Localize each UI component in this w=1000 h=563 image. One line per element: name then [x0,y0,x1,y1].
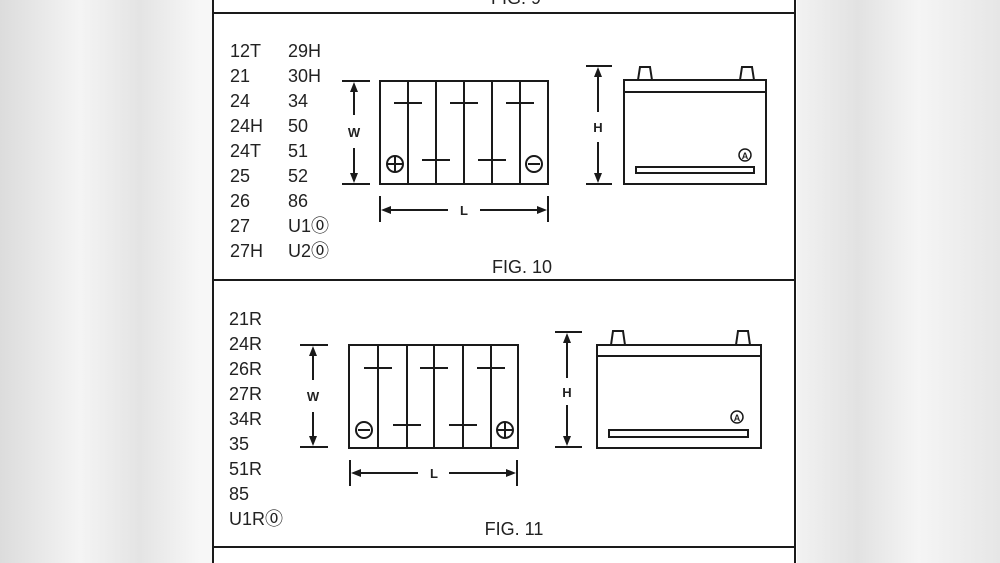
group-code: U1⓪ [288,216,329,236]
group-code: 85 [229,484,249,504]
group-code: 86 [288,191,308,211]
group-code: 34 [288,91,308,111]
group-code: U2⓪ [288,241,329,261]
positive-terminal-icon [386,155,404,173]
negative-terminal-icon [355,421,373,439]
battery-side-view: A [596,330,762,449]
group-size-list: 12T 21 24 24H 24T 25 26 27 27H 29H 30H 3… [230,41,329,261]
group-code: 24H [230,116,263,136]
group-code: 12T [230,41,261,61]
height-label: H [562,385,571,400]
group-code: 27 [230,216,250,236]
group-code: 21 [230,66,250,86]
group-code: 51R [229,459,262,479]
width-label: W [348,125,361,140]
figure-11: 21R 24R 26R 27R 34R 35 51R 85 U1R⓪ W L [229,309,762,539]
group-code: 50 [288,116,308,136]
height-dimension: H [555,331,582,448]
width-dimension: W [300,344,328,448]
battery-top-view [348,344,519,449]
length-dimension: L [379,196,549,222]
group-code: 51 [288,141,308,161]
group-code: 24R [229,334,262,354]
marker-a: A [742,151,749,161]
group-code: 26R [229,359,262,379]
figure-10: 12T 21 24 24H 24T 25 26 27 27H 29H 30H 3… [230,41,767,277]
length-label: L [460,203,468,218]
length-label: L [430,466,438,481]
negative-terminal-icon [525,155,543,173]
group-code: 26 [230,191,250,211]
group-code: 30H [288,66,321,86]
positive-terminal-icon [496,421,514,439]
marker-a: A [734,413,741,423]
fig-9-caption-partial: FIG. 9 [491,0,541,8]
height-dimension: H [586,65,612,185]
page-sheet [212,0,797,563]
group-code: U1R⓪ [229,509,283,529]
width-dimension: W [342,80,370,185]
group-code: 52 [288,166,308,186]
group-code: 27H [230,241,263,261]
group-code: 35 [229,434,249,454]
group-code: 24T [230,141,261,161]
battery-side-view: A [623,66,767,185]
figure-caption: FIG. 11 [485,519,544,539]
group-code: 34R [229,409,262,429]
length-dimension: L [349,460,518,486]
height-label: H [593,120,602,135]
battery-top-view [379,80,549,185]
group-code: 29H [288,41,321,61]
width-label: W [307,389,320,404]
group-code: 24 [230,91,250,111]
group-size-list: 21R 24R 26R 27R 34R 35 51R 85 U1R⓪ [229,309,283,529]
group-code: 25 [230,166,250,186]
figure-caption: FIG. 10 [492,257,552,277]
group-code: 21R [229,309,262,329]
blurred-background-right [797,0,1000,563]
group-code: 27R [229,384,262,404]
